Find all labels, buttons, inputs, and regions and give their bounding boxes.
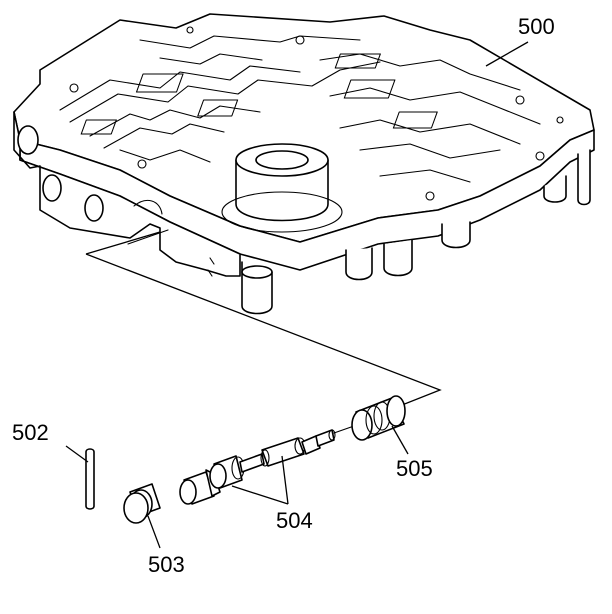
callout-label-502: 502 xyxy=(12,420,49,445)
callout-label-504: 504 xyxy=(276,508,313,533)
valve-body xyxy=(13,13,595,315)
callout-504: 504 xyxy=(231,455,313,533)
callout-502: 502 xyxy=(12,420,89,463)
retainer-pin xyxy=(85,448,95,510)
spring-sleeve xyxy=(351,395,406,441)
callout-503: 503 xyxy=(147,515,185,577)
callout-label-500: 500 xyxy=(518,14,555,39)
callout-505: 505 xyxy=(391,425,433,481)
callout-500: 500 xyxy=(485,14,555,67)
bore-plug xyxy=(123,483,161,524)
valve xyxy=(179,425,355,505)
fluid-channels xyxy=(59,26,564,201)
callout-label-503: 503 xyxy=(148,552,185,577)
callout-label-505: 505 xyxy=(396,456,433,481)
